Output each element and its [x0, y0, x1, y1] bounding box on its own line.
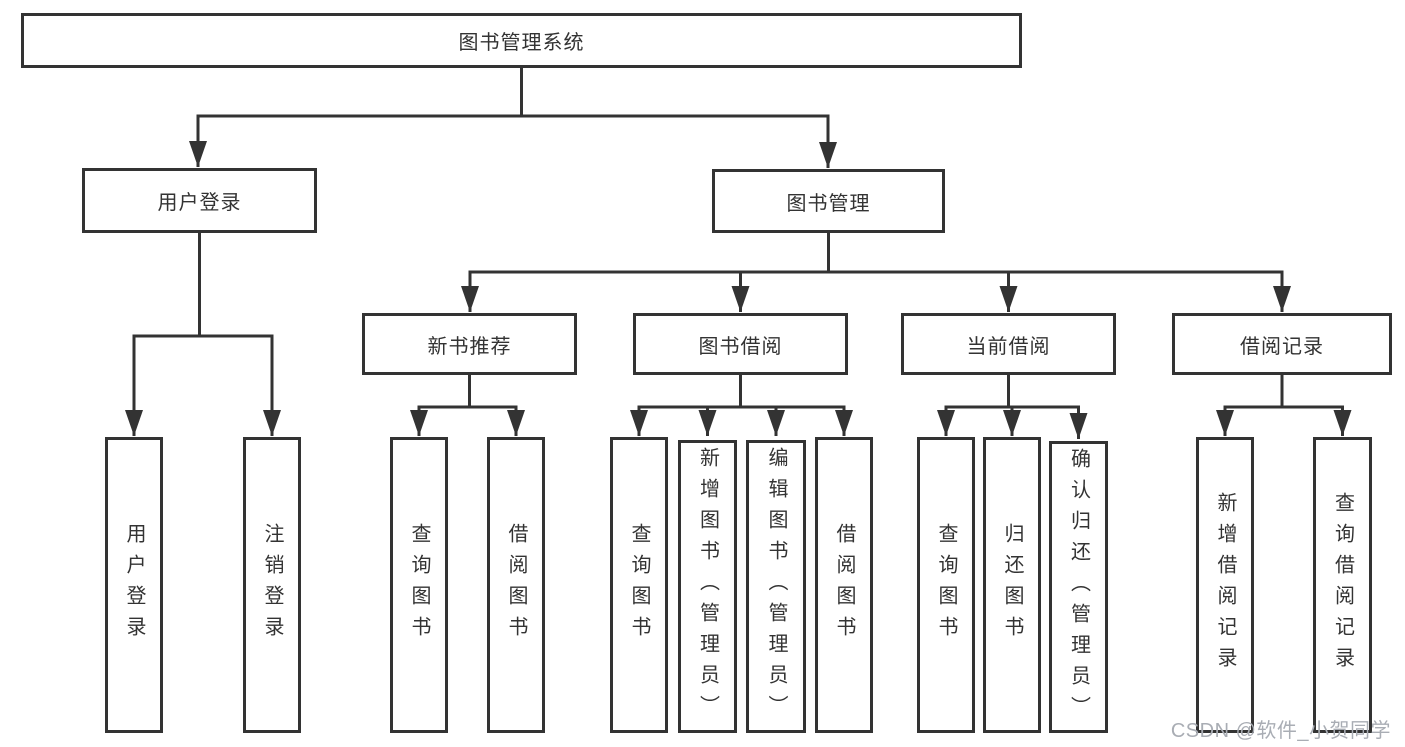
- node-borrow-records-label: 借阅记录: [1240, 335, 1324, 358]
- leaf-query-borrow-record-label: 查询借阅记录: [1331, 492, 1354, 678]
- leaf-edit-books-admin-label: 编辑图书（管理员）: [765, 447, 787, 726]
- leaf-query-books-borrow-label: 查询图书: [628, 523, 650, 647]
- leaf-query-borrow-record: 查询借阅记录: [1313, 437, 1372, 733]
- leaf-query-books-recommend: 查询图书: [390, 437, 448, 733]
- leaf-user-login: 用户登录: [105, 437, 163, 733]
- leaf-query-books-current: 查询图书: [917, 437, 975, 733]
- leaf-query-books-recommend-label: 查询图书: [408, 523, 430, 647]
- leaf-query-books-current-label: 查询图书: [935, 523, 957, 647]
- leaf-borrow-books: 借阅图书: [815, 437, 873, 733]
- node-current-borrow: 当前借阅: [901, 313, 1116, 375]
- node-book-borrow-label: 图书借阅: [698, 335, 783, 358]
- connector-user-login-children: [125, 233, 281, 436]
- connector-book-borrow-children: [630, 375, 853, 436]
- node-user-login: 用户登录: [82, 168, 317, 233]
- node-root: 图书管理系统: [21, 13, 1022, 68]
- connector-borrow-records-children: [1216, 375, 1352, 436]
- leaf-add-borrow-record: 新增借阅记录: [1196, 437, 1254, 733]
- leaf-add-books-admin-label: 新增图书（管理员）: [696, 447, 719, 726]
- leaf-borrow-books-recommend: 借阅图书: [487, 437, 545, 733]
- node-root-label: 图书管理系统: [458, 32, 585, 54]
- leaf-return-books: 归还图书: [983, 437, 1041, 733]
- leaf-edit-books-admin: 编辑图书（管理员）: [746, 440, 806, 733]
- leaf-add-books-admin: 新增图书（管理员）: [678, 440, 737, 733]
- leaf-confirm-return-admin: 确认归还（管理员）: [1049, 441, 1108, 733]
- connector-current-borrow-children: [937, 375, 1088, 439]
- node-new-book-recommend-label: 新书推荐: [427, 335, 512, 358]
- leaf-add-borrow-record-label: 新增借阅记录: [1214, 492, 1236, 678]
- node-borrow-records: 借阅记录: [1172, 313, 1392, 375]
- csdn-watermark: CSDN @软件_小贺同学: [1170, 720, 1391, 742]
- node-book-management: 图书管理: [712, 169, 945, 233]
- leaf-logout: 注销登录: [243, 437, 301, 733]
- leaf-user-login-label: 用户登录: [123, 523, 145, 647]
- connector-new-books-children: [410, 375, 525, 436]
- node-book-borrow: 图书借阅: [633, 313, 848, 375]
- leaf-borrow-books-recommend-label: 借阅图书: [505, 523, 527, 647]
- leaf-query-books-borrow: 查询图书: [610, 437, 668, 733]
- node-user-login-label: 用户登录: [157, 192, 242, 214]
- node-current-borrow-label: 当前借阅: [966, 335, 1051, 358]
- leaf-return-books-label: 归还图书: [1001, 523, 1023, 647]
- node-new-book-recommend: 新书推荐: [362, 313, 577, 375]
- connector-book-mgmt-children: [461, 233, 1291, 312]
- leaf-borrow-books-label: 借阅图书: [833, 523, 855, 647]
- leaf-confirm-return-admin-label: 确认归还（管理员）: [1067, 447, 1090, 727]
- node-book-management-label: 图书管理: [786, 192, 871, 215]
- connector-root-to-level2: [189, 68, 837, 168]
- leaf-logout-label: 注销登录: [261, 523, 283, 647]
